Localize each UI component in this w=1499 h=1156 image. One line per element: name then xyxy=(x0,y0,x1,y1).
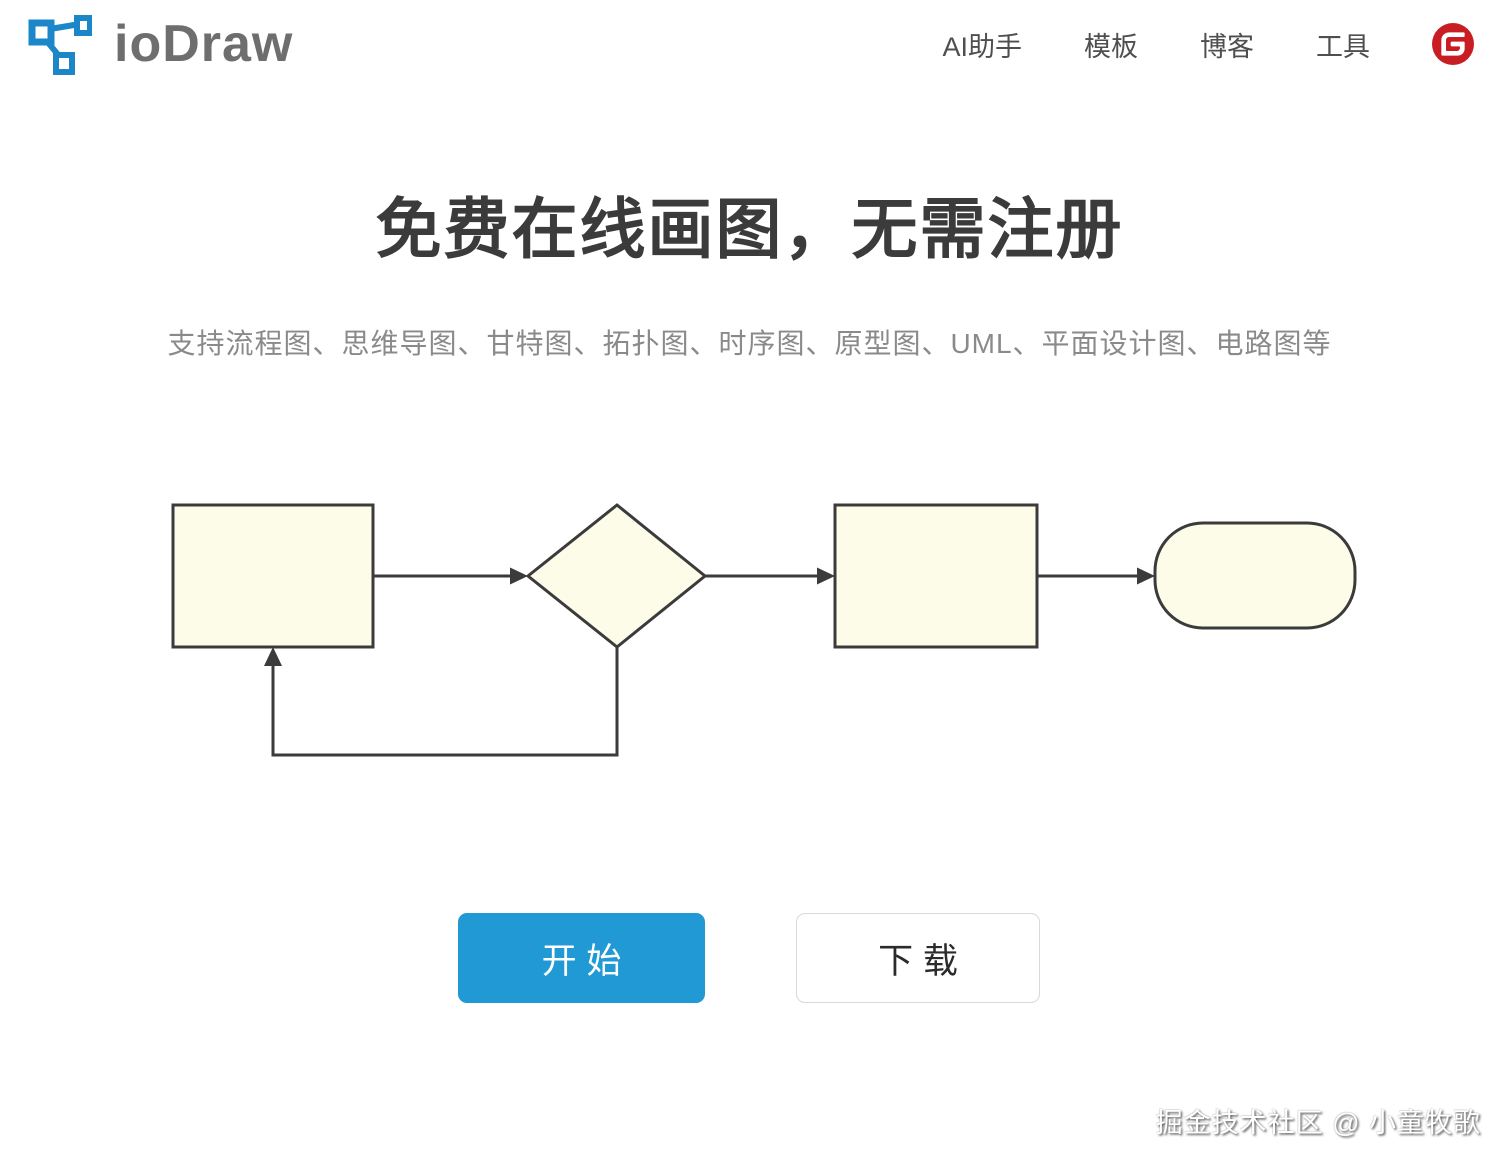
download-button[interactable]: 下 载 xyxy=(796,913,1040,1003)
nav: AI助手 模板 博客 工具 xyxy=(942,23,1474,65)
iodraw-logo-icon xyxy=(28,12,92,76)
flowchart-terminator xyxy=(1153,521,1357,630)
nav-item-ai-assistant[interactable]: AI助手 xyxy=(942,31,1022,62)
page-title: 免费在线画图，无需注册 xyxy=(375,192,1124,266)
arrowhead-1 xyxy=(510,567,528,585)
flowchart-rectangle-1 xyxy=(171,503,375,649)
arrowhead-2 xyxy=(817,567,835,585)
watermark-text: 掘金技术社区 @ 小童牧歌 xyxy=(1155,1108,1481,1138)
header: ioDraw AI助手 模板 博客 工具 xyxy=(0,0,1499,88)
start-button[interactable]: 开 始 xyxy=(458,913,705,1003)
page-subtitle: 支持流程图、思维导图、甘特图、拓扑图、时序图、原型图、UML、平面设计图、电路图… xyxy=(167,328,1332,359)
nav-item-blog[interactable]: 博客 xyxy=(1200,31,1254,62)
flowchart-rectangle-2 xyxy=(833,503,1039,649)
connector-loop xyxy=(271,647,619,757)
arrowhead-loop xyxy=(264,647,282,666)
logo[interactable]: ioDraw xyxy=(28,12,293,76)
logo-text: ioDraw xyxy=(114,15,294,73)
gitee-icon[interactable] xyxy=(1432,23,1474,65)
nav-item-templates[interactable]: 模板 xyxy=(1084,31,1138,62)
nav-item-tools[interactable]: 工具 xyxy=(1316,31,1370,62)
arrowhead-3 xyxy=(1137,567,1155,585)
flowchart-illustration xyxy=(171,503,1357,757)
flowchart-diamond xyxy=(525,503,708,649)
